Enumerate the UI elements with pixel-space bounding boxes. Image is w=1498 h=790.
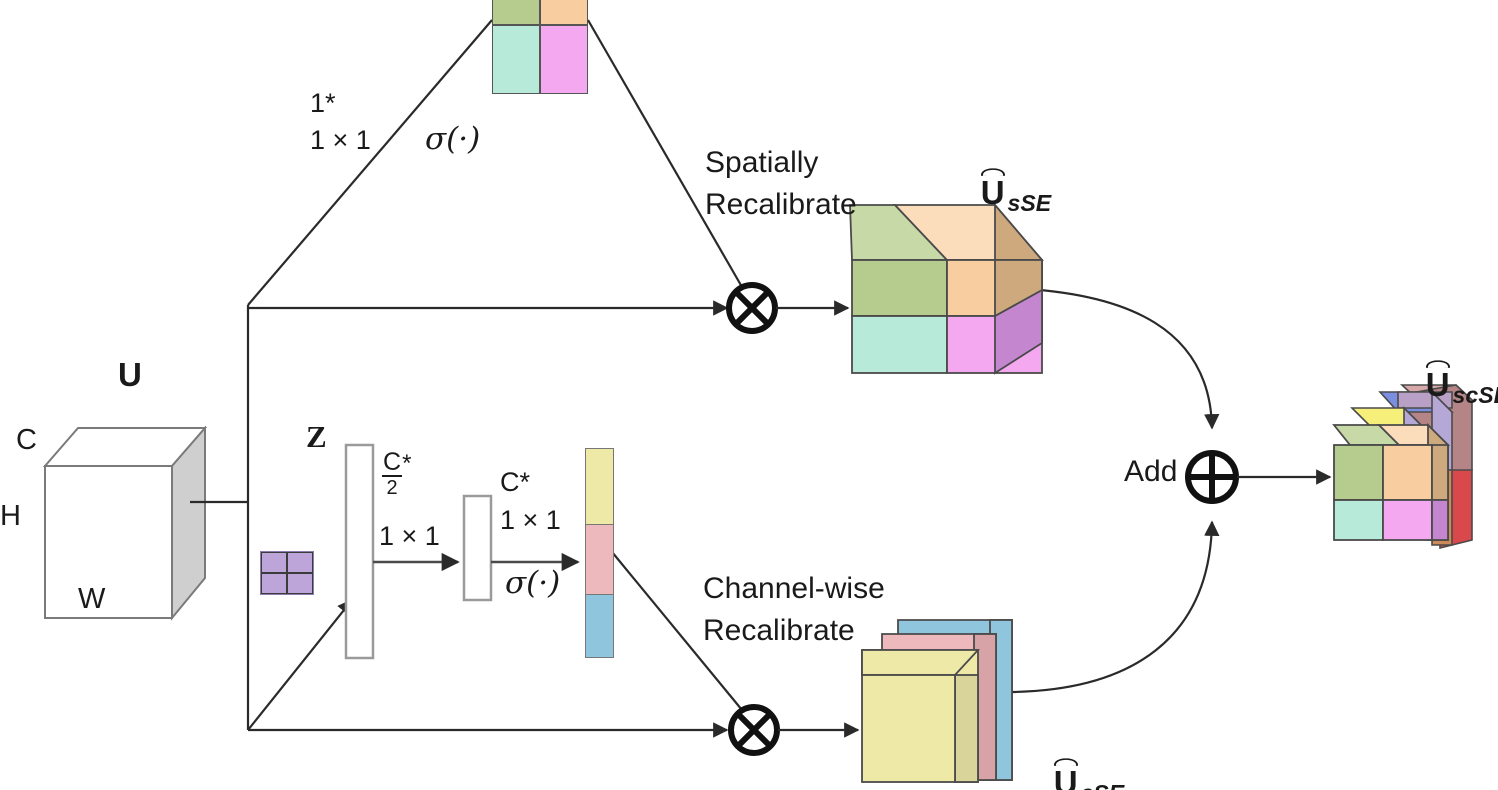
usse-hat-wrap: U bbox=[980, 168, 1005, 212]
cse-conv1-channels-label: C 2 * bbox=[382, 450, 411, 499]
channel-recalibrate-caption-line2: Recalibrate bbox=[703, 614, 855, 647]
uscse-base: U bbox=[1425, 365, 1450, 403]
add-node bbox=[1185, 450, 1239, 504]
usse-subscript: sSE bbox=[1007, 189, 1052, 216]
ucse-base: U bbox=[1053, 763, 1078, 790]
cse-conv2-kernel-label: 1 × 1 bbox=[500, 505, 561, 535]
spatial-map-cell-magenta bbox=[540, 25, 588, 94]
hat-icon bbox=[980, 168, 1005, 177]
u-sse-cube bbox=[849, 202, 1044, 375]
spatial-map-cell-orange bbox=[540, 0, 588, 25]
ucse-subscript: cSE bbox=[1078, 780, 1125, 790]
cse-conv1-fraction: C 2 bbox=[382, 448, 403, 499]
squeeze-patch-cell bbox=[261, 573, 287, 594]
usse-base: U bbox=[980, 173, 1005, 211]
sse-conv-kernel-label: 1 × 1 bbox=[310, 125, 371, 155]
dim-c-label: C bbox=[16, 424, 37, 456]
squeeze-patch-grid bbox=[260, 551, 314, 595]
cse-conv1-denominator: 2 bbox=[386, 477, 398, 499]
u-scse-cube bbox=[1332, 384, 1475, 550]
squeeze-patch-cell bbox=[261, 552, 287, 573]
usse-to-add-curve bbox=[1006, 286, 1220, 430]
cse-conv1-star: * bbox=[402, 450, 412, 477]
uscse-hat-wrap: U bbox=[1425, 360, 1450, 404]
ucse-to-add-curve bbox=[1011, 520, 1220, 694]
sse-sigmoid-label: σ(·) bbox=[425, 121, 481, 157]
uscse-subscript: scSE bbox=[1452, 381, 1498, 408]
trunk-lines bbox=[190, 19, 729, 738]
squeeze-patch-cell bbox=[287, 573, 313, 594]
sse-map-to-multiply-line bbox=[587, 19, 743, 288]
input-cube-u bbox=[42, 425, 208, 621]
hat-icon bbox=[1053, 758, 1078, 767]
channel-vector-segment-pink bbox=[586, 524, 613, 596]
output-ucse-label: UcSE bbox=[1017, 728, 1124, 790]
multiply-node-sse bbox=[726, 282, 778, 334]
channel-vector-segment-yellow bbox=[586, 449, 613, 525]
cse-layer-boxes bbox=[344, 443, 493, 660]
sse-conv-channels-label: 1* bbox=[310, 88, 336, 118]
hat-icon bbox=[1425, 360, 1450, 369]
vector-to-multiply-line bbox=[611, 551, 743, 711]
spatial-recalibrate-caption-line2: Recalibrate bbox=[705, 188, 857, 221]
output-uscse-label: UscSE bbox=[1389, 330, 1498, 446]
input-tensor-label: U bbox=[118, 356, 142, 393]
channel-recalibrate-caption-line1: Channel-wise bbox=[703, 572, 885, 605]
cse-conv2-channels-label: C* bbox=[500, 467, 531, 497]
channel-attention-vector bbox=[585, 448, 614, 658]
channel-vector-segment-blue bbox=[586, 595, 613, 657]
multiply-node-cse bbox=[728, 704, 780, 756]
spatial-map-cell-cyan bbox=[492, 25, 540, 94]
add-label: Add bbox=[1124, 455, 1178, 488]
squeeze-vector-label: Z bbox=[306, 419, 327, 454]
cse-conv1-kernel-label: 1 × 1 bbox=[379, 521, 440, 551]
spatial-map-cell-green bbox=[492, 0, 540, 25]
dim-h-label: H bbox=[0, 500, 21, 532]
cse-conv1-numerator: C bbox=[382, 448, 403, 477]
spatial-recalibrate-caption-line1: Spatially bbox=[705, 146, 819, 179]
dim-w-label: W bbox=[78, 583, 106, 615]
u-cse-cube bbox=[861, 619, 1013, 783]
cse-sigmoid-label: σ(·) bbox=[505, 565, 561, 601]
squeeze-patch-cell bbox=[287, 552, 313, 573]
ucse-hat-wrap: U bbox=[1053, 758, 1078, 790]
spatial-attention-map bbox=[492, 0, 588, 94]
